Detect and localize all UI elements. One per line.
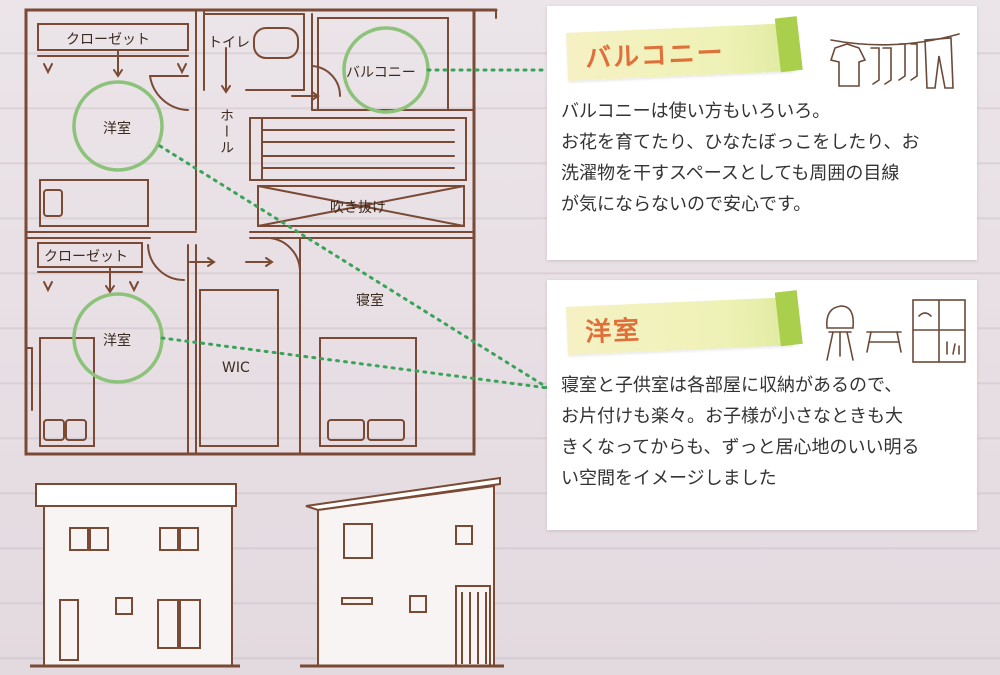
western-description: 寝室と子供室は各部屋に収納があるので、 お片付けも楽々。お子様が小さなときも大 …	[561, 370, 973, 494]
text-line: きくなってからも、ずっと居心地のいい明る	[561, 437, 920, 458]
room-label-bedroom: 寝室	[356, 293, 384, 309]
text-line: お片付けも楽々。お子様が小さなときも大	[561, 406, 903, 427]
room-label-western-bottom: 洋室	[103, 333, 131, 349]
balcony-card: バルコニー バルコニーは使い方もいろいろ。 お花を育てたり、ひなたぼっこをしたり…	[547, 6, 977, 260]
room-label-western-top: 洋室	[103, 121, 131, 137]
text-line: が気にならないので安心です。	[561, 194, 812, 215]
chair-icon	[825, 305, 855, 361]
text-line: 洗濯物を干すスペースとしても周囲の目線	[561, 163, 900, 184]
tag-stripe	[774, 290, 803, 347]
western-top-circle	[72, 80, 164, 172]
leader-western-top	[158, 144, 550, 390]
western-title: 洋室	[584, 315, 642, 349]
leader-western-bottom	[160, 336, 550, 390]
room-label-toilet: トイレ	[208, 35, 250, 51]
text-line: い空間をイメージしました	[561, 468, 777, 489]
western-tag: 洋室	[566, 290, 803, 355]
table-icon	[866, 331, 902, 353]
balcony-tag: バルコニー	[566, 16, 803, 81]
laundry-icon	[829, 33, 960, 89]
room-label-wic: WIC	[222, 360, 250, 376]
text-line: 寝室と子供室は各部屋に収納があるので、	[561, 375, 903, 396]
furniture-icon	[825, 299, 966, 363]
room-label-balcony: バルコニー	[346, 65, 416, 81]
room-label-closet-top: クローゼット	[66, 32, 150, 48]
text-line: バルコニーは使い方もいろいろ。	[561, 101, 831, 122]
room-label-closet-bottom: クローゼット	[44, 249, 128, 265]
western-room-card: 洋室 寝室と子供室は各部屋に収納があるので、 お片付けも楽	[547, 280, 977, 530]
window-icon	[912, 299, 966, 363]
room-label-atrium: 吹き抜け	[330, 200, 386, 216]
balcony-title: バルコニー	[584, 38, 726, 75]
text-line: お花を育てたり、ひなたぼっこをしたり、お	[561, 132, 920, 153]
room-label-hall: ホール	[218, 108, 234, 156]
tag-stripe	[774, 16, 803, 73]
balcony-description: バルコニーは使い方もいろいろ。 お花を育てたり、ひなたぼっこをしたり、お 洗濯物…	[561, 96, 973, 220]
